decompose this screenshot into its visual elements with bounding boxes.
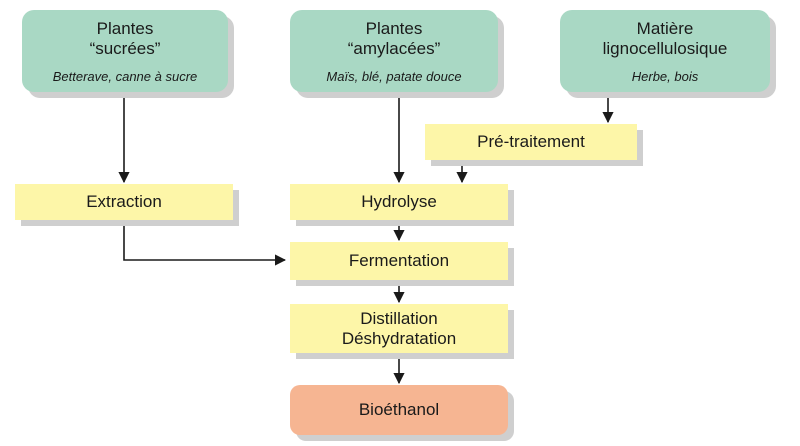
source-title-line2: “amylacées” [347,38,441,58]
step-distillation-deshydratation: Distillation Déshydratation [290,304,508,353]
source-examples: Herbe, bois [631,68,699,84]
source-title-line1: Matière [636,18,694,38]
step-pretraitement: Pré-traitement [425,124,637,160]
step-label: Pré-traitement [477,132,585,151]
step-label-line1: Distillation [360,308,438,328]
step-label-line2: Déshydratation [341,328,457,348]
arrow-extraction-to-fermentation [123,220,287,266]
source-examples: Maïs, blé, patate douce [326,68,462,84]
source-examples: Betterave, canne à sucre [52,68,198,84]
step-extraction: Extraction [15,184,233,220]
source-title-line2: lignocellulosique [602,38,728,58]
step-label: Fermentation [348,251,450,270]
step-fermentation: Fermentation [290,242,508,280]
source-title-line1: Plantes [365,18,423,38]
source-title-line2: “sucrées” [89,38,161,58]
source-plantes-sucrees: Plantes “sucrées” Betterave, canne à suc… [22,10,228,92]
source-title-line1: Plantes [96,18,154,38]
source-plantes-amylacees: Plantes “amylacées” Maïs, blé, patate do… [290,10,498,92]
step-label: Extraction [86,192,162,211]
source-matiere-lignocellulosique: Matière lignocellulosique Herbe, bois [560,10,770,92]
product-label: Bioéthanol [358,400,440,419]
product-bioethanol: Bioéthanol [290,385,508,435]
step-label: Hydrolyse [361,192,437,211]
step-hydrolyse: Hydrolyse [290,184,508,220]
